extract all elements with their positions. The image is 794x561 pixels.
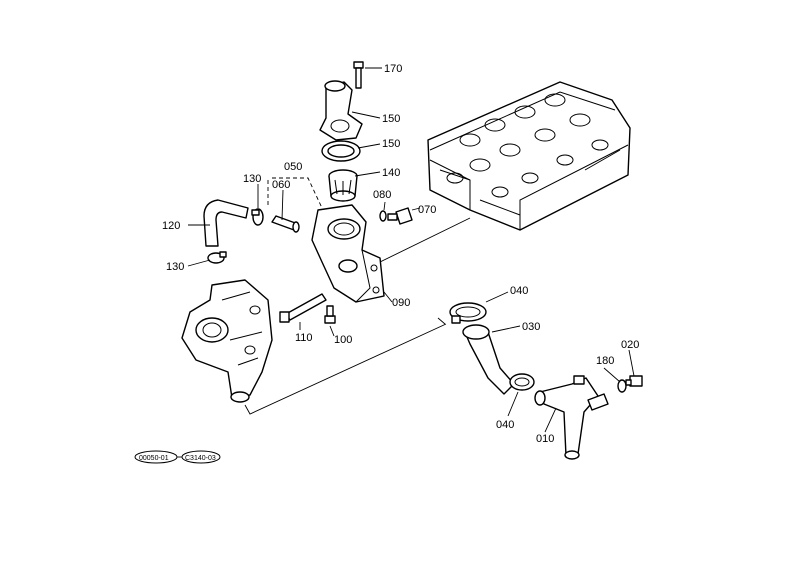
- callout-060: 060: [272, 179, 290, 191]
- bolt-100: [324, 305, 336, 324]
- callout-010: 010: [536, 433, 554, 445]
- callout-110: 110: [295, 332, 313, 344]
- callout-150-cover: 150: [382, 113, 400, 125]
- elbow-pipe: [534, 375, 609, 460]
- thermostat: [328, 169, 358, 202]
- callout-170: 170: [384, 63, 402, 75]
- washer-180: [617, 379, 627, 393]
- callout-040-upper: 040: [510, 285, 528, 297]
- pipe: [271, 215, 300, 233]
- washer-080: [379, 210, 387, 222]
- callout-140: 140: [382, 167, 400, 179]
- callout-050: 050: [284, 161, 302, 173]
- callout-130-lower: 130: [166, 261, 184, 273]
- water-pump: [181, 279, 273, 403]
- drain-plug: [625, 375, 643, 387]
- water-hose: [462, 324, 515, 395]
- gasket: [321, 140, 361, 162]
- callout-030: 030: [522, 321, 540, 333]
- callout-090: 090: [392, 297, 410, 309]
- callout-130-upper: 130: [243, 173, 261, 185]
- hose-clamp-lower: [207, 251, 227, 264]
- bolt-top: [353, 61, 364, 89]
- callout-120: 120: [162, 220, 180, 232]
- reference-code-2: C3140-03: [185, 455, 216, 462]
- callout-070: 070: [418, 204, 436, 216]
- sensor-plug: [387, 207, 413, 225]
- reference-codes: 00050-01 C3140-03: [134, 450, 221, 464]
- callout-180: 180: [596, 355, 614, 367]
- bypass-hose: [203, 199, 249, 247]
- callout-150-gasket: 150: [382, 138, 400, 150]
- callout-040-lower: 040: [496, 419, 514, 431]
- bolt-110: [279, 293, 327, 323]
- hose-clamp-upper: [251, 208, 264, 226]
- hose-clamp-040-lower: [509, 373, 535, 391]
- engine-block: [427, 81, 631, 231]
- callout-080: 080: [373, 189, 391, 201]
- hose-clamp-040-upper: [449, 302, 487, 324]
- reference-code-1: 00050-01: [139, 455, 169, 462]
- thermostat-cover: [319, 80, 363, 141]
- callout-020: 020: [621, 339, 639, 351]
- thermostat-housing: [311, 204, 385, 303]
- callout-100: 100: [334, 334, 352, 346]
